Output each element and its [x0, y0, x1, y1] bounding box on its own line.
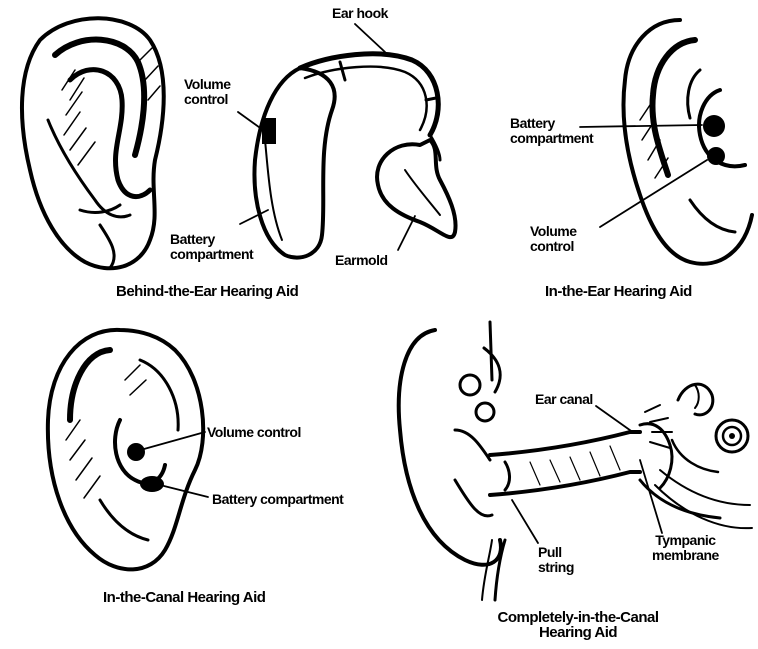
caption-itc: In-the-Canal Hearing Aid: [103, 590, 265, 605]
label-ite-volume-control: Volume control: [530, 224, 577, 254]
ite-ear-illustration: [623, 20, 752, 264]
label-earmold: Earmold: [335, 253, 388, 268]
label-bte-volume-control: Volume control: [184, 77, 231, 107]
label-ear-canal: Ear canal: [535, 392, 593, 407]
label-tympanic-membrane: Tympanic membrane: [652, 533, 719, 563]
label-itc-battery-compartment: Battery compartment: [212, 492, 343, 507]
label-bte-battery-compartment: Battery compartment: [170, 232, 253, 262]
label-pull-string: Pull string: [538, 545, 574, 575]
label-ear-hook: Ear hook: [332, 6, 388, 21]
label-ite-battery-compartment: Battery compartment: [510, 116, 593, 146]
label-itc-volume-control: Volume control: [207, 425, 301, 440]
itc-ear-illustration: [48, 330, 203, 570]
caption-bte: Behind-the-Ear Hearing Aid: [116, 284, 298, 299]
caption-cic: Completely-in-the-Canal Hearing Aid: [468, 610, 688, 640]
cic-inner-ear-illustration: [645, 384, 752, 528]
bte-ear-illustration: [22, 18, 164, 268]
bte-device-illustration: [254, 54, 455, 258]
caption-ite: In-the-Ear Hearing Aid: [545, 284, 692, 299]
